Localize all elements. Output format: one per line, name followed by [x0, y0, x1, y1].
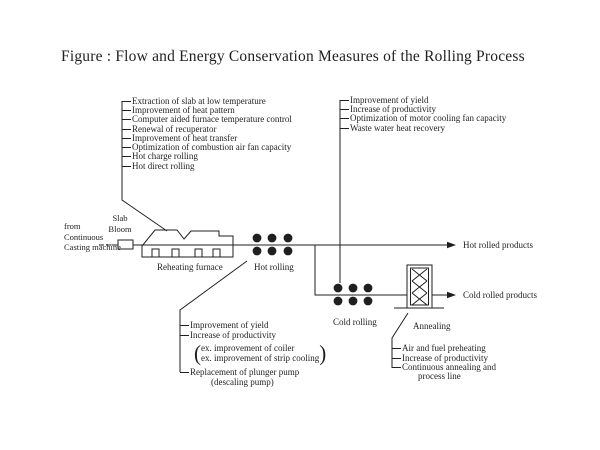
hot-line-arrow-icon [447, 241, 456, 249]
measure-label: Air and fuel preheating [402, 343, 486, 354]
branch-line [340, 118, 349, 120]
measure-item: Extraction of slab at low temperature [122, 95, 292, 106]
measure-continuation: process line [418, 372, 496, 381]
measure-item: Optimization of motor cooling fan capaci… [340, 114, 506, 123]
hot-rolling-measures-list: Improvement of yield Increase of product… [180, 320, 326, 387]
branch-line [122, 137, 131, 139]
measure-item: Computer aided furnace temperature contr… [122, 115, 292, 124]
branch-line [122, 165, 131, 167]
left-paren: ( [194, 340, 201, 366]
measure-label: Optimization of combustion air fan capac… [132, 142, 292, 153]
measure-item: Optimization of combustion air fan capac… [122, 143, 292, 152]
furnace-burner-icons [151, 248, 221, 257]
measure-label: Waste water heat recovery [350, 122, 445, 133]
measure-label: Increase of productivity [350, 103, 436, 114]
measure-item: Continuous annealing and [392, 361, 496, 372]
source-label-line: Casting machine [64, 242, 121, 252]
figure-title: Figure : Flow and Energy Conservation Me… [61, 48, 525, 65]
source-label: from Continuous Casting machine [64, 221, 121, 253]
measure-item: Improvement of heat pattern [122, 104, 292, 115]
branch-line [122, 119, 131, 121]
examples-group: ( ex. improvement of coiler ex. improvem… [194, 342, 326, 364]
branch-line [122, 100, 131, 102]
measure-label: Hot direct rolling [132, 160, 195, 171]
measure-label: Computer aided furnace temperature contr… [132, 114, 292, 125]
branch-line [340, 108, 349, 110]
measure-note: (descaling pump) [211, 377, 326, 387]
measure-item: Air and fuel preheating [392, 344, 496, 353]
slab-bloom-shape [117, 239, 134, 250]
reheating-furnace-shape [141, 229, 234, 258]
furnace-measures-leader [121, 101, 168, 232]
slab-bloom-label: Slab Bloom [105, 213, 135, 234]
measure-item: Hot direct rolling [122, 160, 292, 171]
measure-item: Improvement of yield [180, 320, 326, 330]
measure-item: Increase of productivity [340, 103, 506, 114]
measure-label: process line [418, 371, 461, 382]
measure-label: Improvement of yield [350, 94, 429, 105]
measure-label: Renewal of recuperator [132, 123, 217, 134]
cold-line [314, 245, 448, 296]
cold-rolling-label: Cold rolling [333, 317, 377, 327]
furnace-measures-list: Extraction of slab at low temperature Im… [122, 95, 292, 171]
branch-line [180, 334, 189, 336]
branch-line [180, 324, 189, 326]
measure-label: Increase of productivity [402, 352, 488, 363]
branch-line [340, 127, 349, 129]
slab-label-line: Bloom [108, 223, 132, 234]
measure-note-label: (descaling pump) [211, 376, 274, 387]
example-label: ex. improvement of strip cooling [201, 353, 320, 363]
measure-item: Renewal of recuperator [122, 124, 292, 133]
cold-rolling-rolls-icon [333, 283, 373, 306]
branch-line [122, 147, 131, 149]
example-label: ex. improvement of coiler [201, 343, 295, 353]
measure-item: Improvement of heat transfer [122, 132, 292, 143]
annealing-label: Annealing [413, 321, 451, 331]
branch-line [122, 156, 131, 158]
branch-line [392, 348, 401, 350]
measure-label: Improvement of heat pattern [132, 104, 235, 115]
branch-line [392, 366, 401, 368]
annealing-measures-list: Air and fuel preheating Increase of prod… [392, 344, 496, 382]
branch-line [122, 109, 131, 111]
measure-item: Increase of productivity [180, 330, 326, 340]
branch-line [392, 357, 401, 359]
measure-item: Improvement of yield [340, 94, 506, 105]
source-label-line: Continuous [64, 231, 104, 242]
measure-item: Replacement of plunger pump [180, 367, 326, 377]
measure-label: Increase of productivity [190, 329, 276, 340]
measure-label: Continuous annealing and [402, 361, 496, 372]
reheating-furnace-label: Reheating furnace [157, 262, 223, 272]
measure-label: Extraction of slab at low temperature [132, 95, 266, 106]
slab-label-line: Slab [112, 213, 128, 223]
hot-rolling-rolls-icon [252, 233, 293, 256]
cold-rolled-products-label: Cold rolled products [463, 290, 537, 300]
measure-item: Hot charge rolling [122, 152, 292, 161]
hot-rolling-label: Hot rolling [254, 262, 294, 272]
measure-label: Hot charge rolling [132, 151, 198, 162]
measure-label: Improvement of heat transfer [132, 132, 238, 143]
branch-line [180, 371, 189, 373]
source-label-line: from [64, 221, 81, 231]
hot-measures-leader [179, 260, 248, 372]
annealing-tower-shape [394, 264, 444, 309]
measure-label: Optimization of motor cooling fan capaci… [350, 113, 507, 124]
branch-line [340, 99, 349, 101]
measure-label: Improvement of yield [190, 319, 269, 330]
measure-label: Replacement of plunger pump [190, 366, 300, 377]
measure-item: Increase of productivity [392, 353, 496, 362]
right-paren: ) [319, 340, 327, 366]
cold-line-arrow-icon [447, 291, 456, 299]
measure-item: Waste water heat recovery [340, 123, 506, 132]
cold-rolling-measures-list: Improvement of yield Increase of product… [340, 94, 506, 133]
hot-rolled-products-label: Hot rolled products [463, 240, 533, 250]
branch-line [122, 128, 131, 130]
